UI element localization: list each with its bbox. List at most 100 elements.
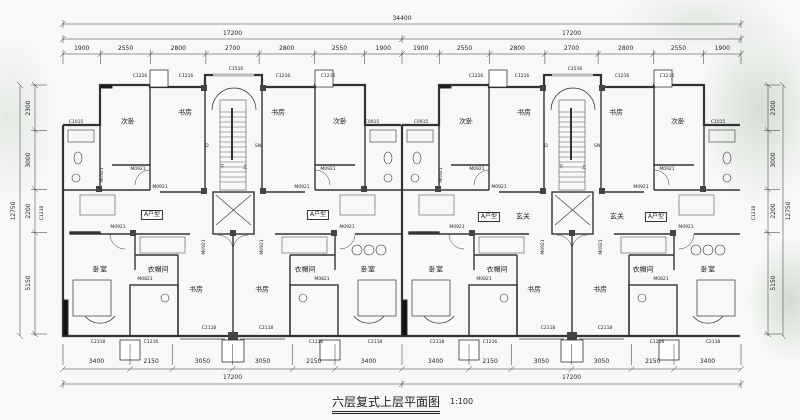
dimension-label: 3400 (427, 358, 444, 365)
dimension-label: 17200 (561, 374, 582, 381)
dimension-tick (628, 365, 635, 373)
dimension-label: 3050 (254, 358, 271, 365)
window-tag: C1516 (228, 66, 244, 72)
stair-mark: 下 (219, 164, 225, 170)
window-tag: C1218 (39, 205, 45, 221)
stair-mark: D (544, 143, 548, 149)
dimension-tick (16, 81, 24, 89)
door-tag: M0921 (633, 184, 649, 190)
dimension-label: 2800 (509, 45, 525, 52)
window-tag: C1216 (482, 339, 498, 345)
window-tag: C1218 (751, 205, 757, 221)
dimension-label: 2150 (143, 358, 159, 365)
room-label: 衣帽间 (632, 265, 654, 274)
dimension-label: 3000 (25, 152, 32, 168)
dimension-tick (737, 365, 745, 373)
door-tag: M0921 (110, 224, 126, 230)
door-tag: M0921 (320, 166, 336, 172)
dimension-label: 2550 (456, 45, 473, 52)
door-tag: M0921 (294, 184, 310, 190)
dimension-label: 1900 (714, 45, 730, 52)
window-tag: C1015 (710, 119, 726, 125)
dimension-label: 3050 (194, 358, 211, 365)
dimension-label: 2150 (482, 358, 498, 365)
window-tag: C2118 (705, 339, 721, 345)
window-tag: C1216 (275, 73, 291, 79)
dimension-label: 17200 (222, 374, 243, 381)
window-tag: C2118 (258, 325, 274, 331)
window-tag: C2118 (597, 325, 613, 331)
dimension-tick (465, 365, 473, 373)
room-label: 卧室 (701, 265, 715, 274)
room-label: 次卧 (333, 117, 347, 126)
window-tag: C1216 (659, 73, 675, 79)
window-tag: C2118 (201, 325, 217, 331)
room-label: 卧室 (361, 265, 375, 274)
door-tag: M0921 (130, 166, 146, 172)
dimension-lines (16, 20, 787, 388)
dimension-tick (568, 365, 575, 373)
stair-mark: SN (254, 143, 262, 149)
window-tag: C1015 (68, 119, 84, 125)
room-label: 书房 (593, 285, 607, 294)
dimension-label: 5150 (25, 275, 32, 291)
dimension-label: 2200 (770, 203, 777, 219)
room-label: 卧室 (93, 265, 107, 274)
door-tag: M0921 (659, 166, 675, 172)
door-tag: M0921 (469, 166, 485, 172)
room-label: 衣帽间 (486, 265, 508, 274)
dimension-tick (331, 365, 339, 373)
dimension-label: 2200 (25, 203, 32, 219)
room-label: 书房 (255, 285, 269, 294)
stair-mark: D (205, 143, 209, 149)
window-tag: C2118 (90, 339, 106, 345)
stair-mark: 上 (581, 164, 587, 170)
window-tag: C1216 (308, 339, 324, 345)
stair-mark: 下 (558, 164, 564, 170)
window-tag: C1216 (320, 73, 336, 79)
dimension-label: 3400 (88, 358, 105, 365)
dimension-label: 1900 (375, 45, 391, 52)
window-tag: C1216 (614, 73, 630, 79)
dimension-label: 2800 (618, 45, 634, 52)
dimension-label: 2700 (563, 45, 580, 52)
door-tag: M0921 (259, 239, 265, 255)
window-tag: C1216 (132, 73, 148, 79)
dimension-label: 2800 (279, 45, 295, 52)
left-building-unit (61, 68, 403, 364)
unit-type-tag: A户型 (306, 210, 330, 220)
dimension-tick (16, 332, 24, 340)
room-label: 书房 (527, 285, 541, 294)
door-tag: M0921 (678, 224, 694, 230)
dimension-label: 3400 (699, 358, 716, 365)
unit-type-tag: A户型 (644, 212, 668, 222)
window-tag: C2118 (540, 325, 556, 331)
dimension-label: 5150 (770, 275, 777, 291)
room-label: 书房 (189, 285, 203, 294)
dimension-label: 2150 (645, 358, 661, 365)
dimension-label: 3050 (533, 358, 550, 365)
window-tag: C1216 (143, 339, 159, 345)
dimension-label: 2300 (770, 99, 777, 116)
window-tag: C1516 (567, 66, 583, 72)
door-tag: M0821 (653, 276, 669, 282)
dimension-tick (126, 365, 134, 373)
room-label: 玄关 (610, 212, 624, 221)
room-label: 衣帽间 (294, 265, 316, 274)
room-label: 书房 (271, 108, 285, 117)
window-tag: C1216 (178, 73, 194, 79)
dimension-label-total: 34400 (392, 15, 412, 22)
dimension-tick (229, 365, 236, 373)
door-tag: M0921 (438, 167, 444, 183)
window-tag: C1216 (649, 339, 665, 345)
dimension-label: 2300 (25, 99, 32, 116)
stair-mark: SN (593, 143, 601, 149)
room-label: 玄关 (516, 212, 530, 221)
window-tag: C0915 (413, 119, 429, 125)
dimension-tick (779, 81, 787, 89)
door-tag: M0821 (476, 276, 492, 282)
dimension-tick (59, 365, 67, 373)
stair-mark: 上 (242, 164, 248, 170)
drawing-title: 六层复式上层平面图 (332, 393, 441, 414)
window-tag: C2118 (367, 339, 383, 345)
